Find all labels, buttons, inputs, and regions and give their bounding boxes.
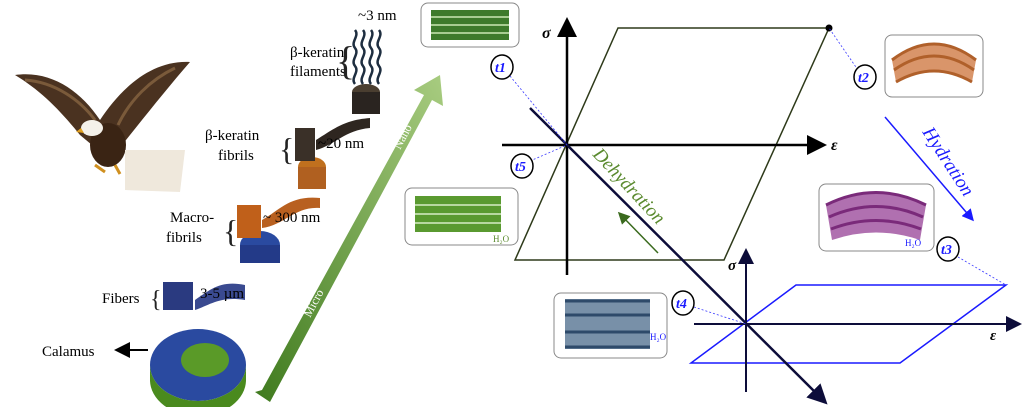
svg-text:t5: t5 <box>515 160 526 175</box>
fibers-label: Fibers <box>102 291 140 307</box>
svg-text:t2: t2 <box>858 71 869 86</box>
water-label-t4: H₂O <box>650 332 667 342</box>
hierarchy-structures <box>114 29 382 407</box>
svg-text:{: { <box>336 38 355 83</box>
lower-strain-label: ε <box>990 328 997 344</box>
filaments-label-1: β-keratin <box>290 45 345 61</box>
dehydration-label: Dehydration <box>588 143 670 228</box>
state-t4-marker: t4 <box>671 290 695 316</box>
fibril-size-label: ~20 nm <box>318 136 364 152</box>
state-t2-marker: t2 <box>853 64 877 90</box>
inset-t2-bent-layers <box>884 34 984 98</box>
dehydration-arrow <box>617 211 659 254</box>
macrofibrils-label-2: fibrils <box>166 230 202 246</box>
upper-stress-label: σ <box>542 25 551 42</box>
eagle-image <box>15 61 190 192</box>
hydration-arrow <box>884 116 974 222</box>
upper-strain-label: ε <box>831 137 838 154</box>
macrofibrils-label-1: Macro- <box>170 210 214 226</box>
svg-text:{: { <box>279 131 294 167</box>
inset-t3-swollen-layers: H₂O <box>818 183 935 252</box>
filament-size-label: ~3 nm <box>358 8 397 24</box>
inset-t1-dry-layers <box>420 2 520 48</box>
state-leader-lines <box>509 27 1007 325</box>
scale-arrow <box>255 75 443 402</box>
svg-text:t4: t4 <box>676 297 687 312</box>
filaments-label-2: filaments <box>290 64 346 80</box>
hydration-path-axis <box>529 107 828 405</box>
fibrils-label-1: β-keratin <box>205 128 260 144</box>
size-braces: { { { { <box>150 38 355 313</box>
svg-text:t3: t3 <box>941 243 952 258</box>
inset-t4-wet-blue-layers: H₂O <box>553 292 668 359</box>
fibrils-label-2: fibrils <box>218 148 254 164</box>
dry-hysteresis-loop <box>513 27 831 261</box>
svg-text:{: { <box>150 287 162 313</box>
water-label-t5: H₂O <box>493 234 510 244</box>
macrofibril-size-label: ~ 300 nm <box>263 210 321 226</box>
state-t1-marker: t1 <box>490 54 514 80</box>
water-label-t3: H₂O <box>905 238 922 248</box>
fiber-size-label: 3-5 µm <box>200 286 244 302</box>
peak-point <box>825 24 833 32</box>
svg-text:t1: t1 <box>495 61 506 76</box>
state-t3-marker: t3 <box>936 236 960 262</box>
inset-t5-wet-green-layers: H₂O <box>404 187 519 246</box>
state-t5-marker: t5 <box>510 153 534 179</box>
calamus-label: Calamus <box>42 344 95 360</box>
svg-text:{: { <box>223 213 238 249</box>
hydrated-hysteresis-loop <box>688 284 1009 364</box>
lower-stress-label: σ <box>728 258 737 274</box>
